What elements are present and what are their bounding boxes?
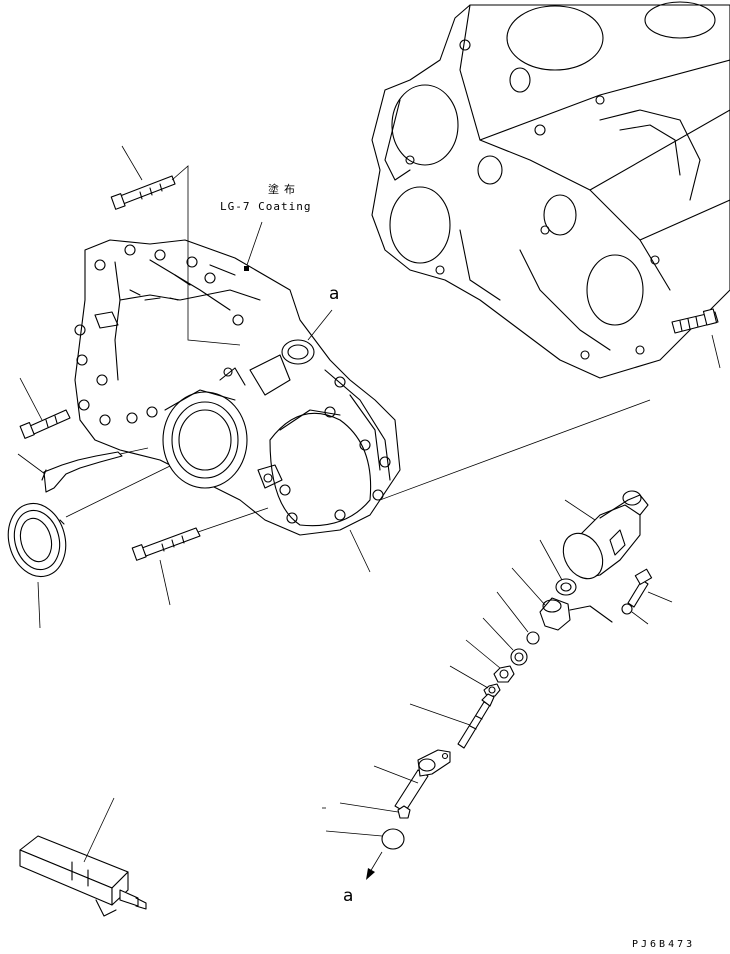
sensor-adapter [539, 597, 613, 631]
leader-bushing [482, 617, 514, 651]
probe-tip [397, 805, 411, 819]
oil-seal [7, 502, 67, 578]
cover-bolt-lower [131, 527, 201, 561]
leader-bolt-top [121, 145, 143, 181]
reference-mark-upper: a [329, 284, 340, 304]
assembly-line-bolt-top [171, 165, 241, 346]
leader-block-bolt [711, 334, 721, 369]
block-bolt [671, 308, 719, 334]
sensor-shaft [457, 693, 495, 749]
sensor-probe [394, 749, 451, 813]
leader-small-washer [631, 611, 649, 625]
installation-tool [19, 835, 147, 917]
leader-hex-nut [449, 665, 489, 689]
leader-sensor-probe [373, 765, 419, 784]
cover-bolt-top [110, 175, 176, 210]
leader-sensor-housing [564, 499, 596, 521]
leader-pipe-bracket [17, 453, 46, 475]
o-ring [526, 631, 540, 645]
leader-coating [246, 221, 263, 266]
coating-mark [244, 266, 249, 271]
ball [381, 828, 405, 850]
leader-sensor-shaft [409, 703, 471, 726]
assembly-line-pipe [119, 447, 149, 455]
leader-tool [83, 797, 115, 863]
leader-probe-tip [339, 802, 399, 813]
sensor-bolt [627, 568, 653, 608]
leader-bolt-lower [159, 559, 171, 606]
assembly-line-seal [65, 465, 171, 518]
reference-mark-lower: a [343, 886, 354, 906]
leader-a-upper [307, 309, 333, 341]
small-washer [621, 603, 633, 615]
leader-sensor-bolt [647, 591, 673, 603]
leader-nut [465, 639, 501, 669]
bushing [510, 648, 528, 666]
leader-oil-seal [37, 581, 41, 629]
hex-nut-small [483, 683, 501, 697]
sensor-washer [555, 578, 577, 596]
sensor-housing [562, 490, 649, 580]
leader-sensor-adapter [511, 567, 546, 606]
assembly-line-bolt-lower [197, 507, 269, 533]
pipe-bracket [41, 451, 123, 493]
leader-bolt-left [19, 377, 43, 421]
leader-front-cover [349, 529, 371, 573]
leader-ball [325, 830, 383, 837]
front-cover [74, 239, 401, 536]
nut [493, 665, 515, 683]
assembly-line-cover-block [379, 399, 651, 501]
leader-sensor-washer [539, 539, 563, 581]
figure-code: PJ6B473 [632, 939, 696, 950]
coating-label-english: LG-7 Coating [220, 200, 312, 213]
arrow-to-a [366, 851, 383, 880]
cylinder-block [371, 1, 730, 379]
cover-bolt-left [19, 409, 71, 439]
leader-o-ring [496, 591, 529, 633]
coating-label-japanese: 塗布 [268, 183, 300, 196]
